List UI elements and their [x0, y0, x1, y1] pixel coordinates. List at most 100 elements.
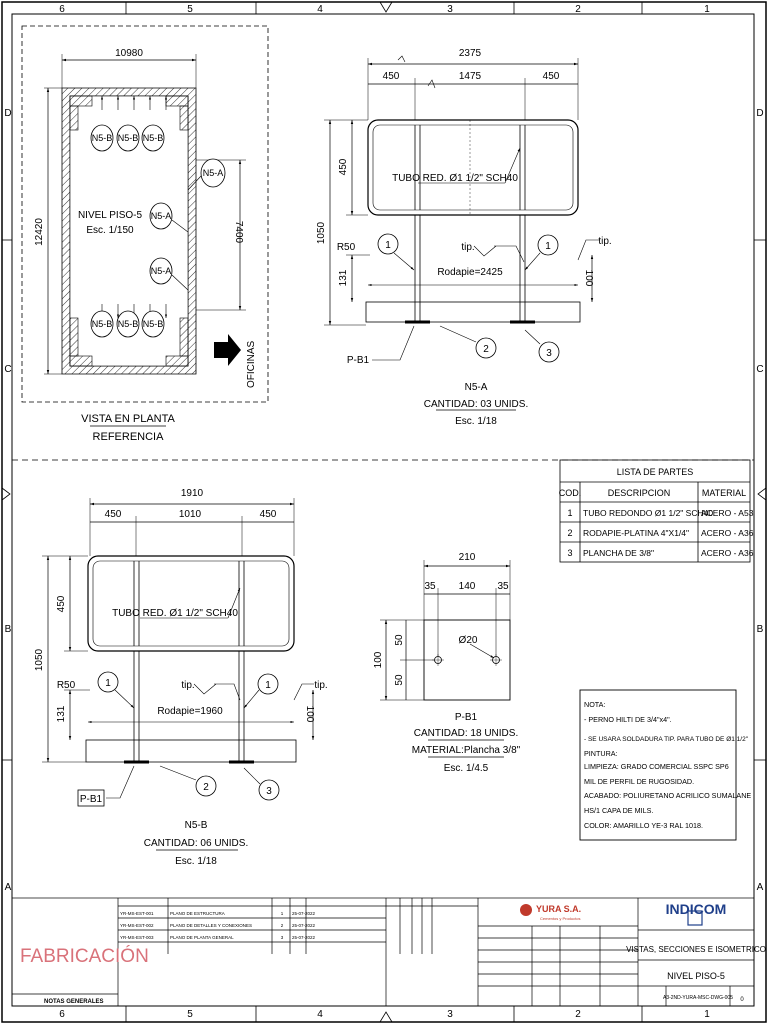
sheet-number: 0 [740, 997, 744, 1003]
n5a-r50: R50 [337, 242, 356, 253]
row-label: C [756, 364, 763, 375]
drawing-subtitle: NIVEL PISO-5 [667, 971, 725, 981]
plate-dim-mid: 140 [459, 581, 476, 592]
n5b-dim-left: 450 [105, 509, 122, 520]
ref-date: 25-07-2022 [292, 911, 316, 916]
row-label: D [756, 108, 763, 119]
n5a-scale: Esc. 1/18 [455, 416, 497, 427]
notes-box [579, 689, 737, 841]
indicom-logo-icon [687, 910, 703, 926]
col-label: 4 [317, 1009, 323, 1020]
parts-list-table [559, 459, 751, 563]
row-label: D [4, 108, 11, 119]
n5a-dim-total: 2375 [459, 48, 482, 59]
n5a-bubble: 3 [546, 348, 552, 359]
parts-cell: ACERO - A36 [701, 528, 754, 538]
yura-logo-icon [520, 904, 532, 916]
ref-dwg: YR-MS-EST-001 [120, 911, 154, 916]
ref-no: 3 [281, 935, 284, 940]
parts-cell: 1 [567, 508, 572, 518]
n5a-tube-label: TUBO RED. Ø1 1/2" SCH40 [392, 173, 518, 184]
n5b-bubble: 1 [105, 678, 111, 689]
n5a-bubble: 1 [545, 241, 551, 252]
n5b-dim-total: 1910 [181, 488, 204, 499]
ref-desc: PLANO DE DETALLES Y CONEXIONES [170, 923, 252, 928]
plan-tag: N5-B [143, 133, 164, 143]
plate-material: MATERIAL:Plancha 3/8" [412, 745, 521, 756]
plate-scale: Esc. 1/4.5 [444, 763, 489, 774]
ref-desc: PLANO DE PLANTA GENERAL [170, 935, 234, 940]
parts-header: MATERIAL [702, 488, 746, 498]
parts-cell: PLANCHA DE 3/8" [583, 548, 654, 558]
plan-tag: N5-A [151, 266, 172, 276]
note-line: - SE USARA SOLDADURA TIP. PARA TUBO DE Ø… [584, 736, 749, 743]
col-label: 1 [704, 1009, 710, 1020]
note-line: LIMPIEZA: GRADO COMERCIAL SSPC SP6 [584, 762, 729, 771]
n5a-dim-131: 131 [338, 269, 349, 286]
plate-hole: Ø20 [459, 635, 478, 646]
n5a-pb1: P-B1 [347, 355, 370, 366]
plan-title: NIVEL PISO-5 [78, 210, 143, 221]
plan-view: 10980 12420 7400 N5-B N5-B N5-B N5-B [21, 25, 269, 443]
ref-no: 2 [281, 923, 284, 928]
title-block [11, 897, 755, 1007]
n5a-bubble: 1 [385, 240, 391, 251]
n5b-tip-right: tip. [314, 680, 327, 691]
plan-tag: N5-B [118, 319, 139, 329]
n5b-rodapie: Rodapie=1960 [157, 706, 223, 717]
ref-desc: PLANO DE ESTRUCTURA [170, 911, 225, 916]
n5b-dim-mid: 1010 [179, 509, 202, 520]
parts-cell: 2 [567, 528, 572, 538]
ref-date: 25-07-2022 [292, 935, 316, 940]
company-sub: Cementos y Productos [540, 916, 580, 921]
railing-n5a-labels: 2375 450 1475 450 450 1050 131 100 R50 T… [316, 48, 612, 427]
col-label: 3 [447, 4, 453, 15]
ref-date: 25-07-2022 [292, 923, 316, 928]
n5b-tip-left: tip. [181, 680, 194, 691]
note-line: COLOR: AMARILLO YE-3 RAL 1018. [584, 821, 703, 830]
col-label: 2 [575, 1009, 581, 1020]
col-label: 6 [59, 4, 65, 15]
row-label: A [757, 882, 764, 893]
n5a-qty: CANTIDAD: 03 UNIDS. [424, 399, 528, 410]
oficinas-label: OFICINAS [246, 340, 257, 388]
col-label: 1 [704, 4, 710, 15]
n5a-dim-left: 450 [383, 71, 400, 82]
n5b-dim-h-top: 450 [56, 595, 67, 612]
parts-cell: ACERO - A36 [701, 548, 754, 558]
row-label: A [5, 882, 12, 893]
plate-pb1 [380, 560, 511, 701]
oficinas-arrow-icon [214, 334, 241, 366]
n5b-dim-131: 131 [56, 705, 67, 722]
col-label: 5 [187, 4, 193, 15]
plan-caption-ref: REFERENCIA [93, 431, 165, 443]
n5b-tube-label: TUBO RED. Ø1 1/2" SCH40 [112, 608, 238, 619]
n5b-pb1: P-B1 [80, 794, 103, 805]
plan-tag: N5-B [92, 319, 113, 329]
n5a-dim-h-top: 450 [338, 158, 349, 175]
railing-n5a [324, 55, 600, 363]
n5b-dim-h-total: 1050 [34, 648, 45, 671]
col-label: 4 [317, 4, 323, 15]
plate-caption: P-B1 [455, 712, 478, 723]
n5a-caption: N5-A [465, 382, 488, 393]
plate-dim-left: 35 [424, 581, 436, 592]
ref-dwg: YR-MS-EST-003 [120, 935, 154, 940]
plate-dim-h-total: 100 [373, 651, 384, 668]
plan-width-dim: 10980 [115, 48, 143, 59]
n5a-dim-right: 450 [543, 71, 560, 82]
col-label: 6 [59, 1009, 65, 1020]
n5b-scale: Esc. 1/18 [175, 856, 217, 867]
n5b-bubble: 2 [203, 782, 209, 793]
n5a-tip-right: tip. [598, 236, 611, 247]
note-line: MIL DE PERFIL DE RUGOSIDAD. [584, 777, 694, 786]
plan-tag: N5-B [118, 133, 139, 143]
n5a-dim-100: 100 [583, 270, 594, 287]
n5b-bubble: 3 [266, 786, 272, 797]
n5a-dim-h-total: 1050 [316, 221, 327, 244]
parts-cell: ACERO - A53 [701, 508, 754, 518]
plan-tag: N5-B [143, 319, 164, 329]
n5b-r50: R50 [57, 680, 76, 691]
